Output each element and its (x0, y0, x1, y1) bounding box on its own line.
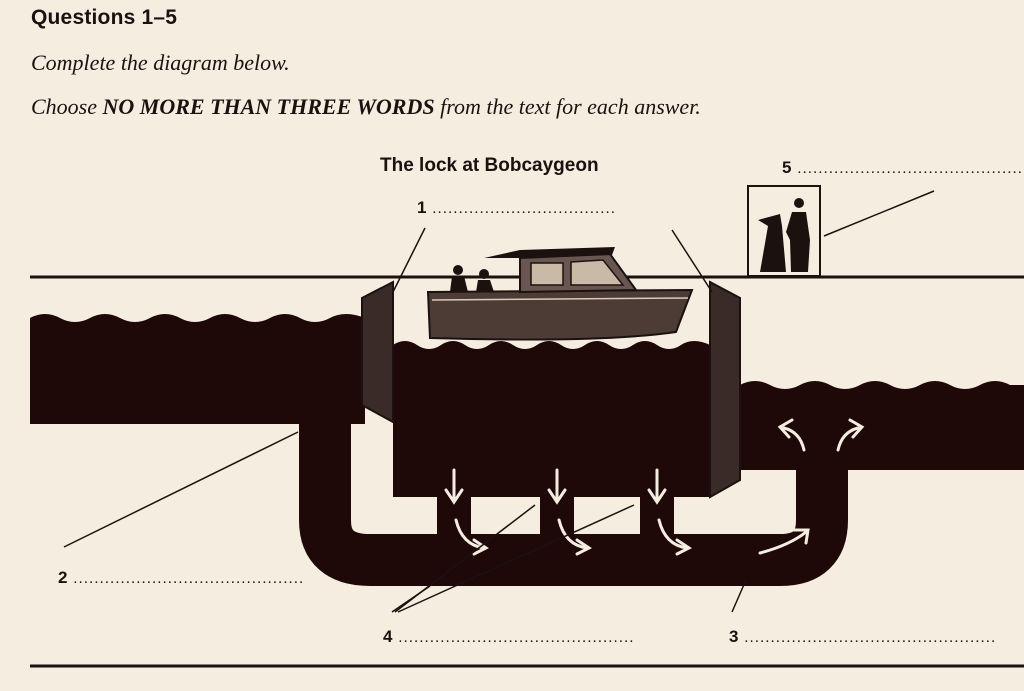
leader-3 (731, 579, 747, 613)
cabin-window-1 (530, 262, 564, 286)
passenger-2-head (479, 269, 489, 279)
gap-4-number: 4 (383, 627, 393, 646)
leader-4-c (397, 504, 635, 613)
keeper-head (794, 198, 804, 208)
flow-arrow-up-culvert (758, 530, 808, 555)
leader-1-right (671, 229, 713, 293)
passenger-1-body (450, 276, 468, 292)
leader-2 (63, 431, 299, 548)
lock-keeper-hut (747, 185, 821, 277)
culvert-pipe (299, 420, 848, 586)
leader-5 (823, 190, 935, 237)
hut-frame (747, 185, 821, 277)
gap-5-blank[interactable]: ........................................… (797, 161, 1024, 177)
gap-5-number: 5 (782, 158, 792, 177)
gap-1-blank[interactable]: ................................... (432, 201, 617, 217)
control-lever (758, 214, 786, 272)
gap-2-blank[interactable]: ........................................… (73, 571, 305, 587)
flow-arrowhead-curve-3 (675, 538, 692, 556)
flow-arrowhead-curve-2 (575, 538, 592, 556)
instruction-pre: Choose (31, 94, 103, 119)
flow-arrowhead-curve-1 (472, 538, 489, 556)
gap-3-blank[interactable]: ........................................… (744, 630, 997, 646)
gap-2-number: 2 (58, 568, 68, 587)
gap-2[interactable]: 2.......................................… (58, 568, 304, 588)
instruction-bold: NO MORE THAN THREE WORDS (102, 94, 435, 119)
gap-4[interactable]: 4.......................................… (383, 627, 635, 647)
gap-5[interactable]: 5.......................................… (782, 158, 1024, 178)
flow-arrow-out-left (782, 426, 806, 452)
questions-heading: Questions 1–5 (31, 6, 178, 29)
flow-arrow-out-right (836, 426, 860, 452)
boat (426, 247, 694, 341)
leader-1-left (392, 227, 426, 293)
gap-3[interactable]: 3.......................................… (729, 627, 996, 647)
leader-lines (63, 190, 935, 613)
flow-arrowhead-out-right (848, 418, 865, 439)
instruction-post: from the text for each answer. (434, 94, 701, 119)
flow-arrowhead-down-2 (547, 488, 567, 505)
flow-arrowhead-up-culvert (792, 528, 810, 545)
flow-arrows (444, 418, 865, 556)
gap-3-number: 3 (729, 627, 739, 646)
gap-4-blank[interactable]: ........................................… (398, 630, 635, 646)
leader-4-b (394, 504, 536, 613)
gap-1-number: 1 (417, 198, 427, 217)
flow-arrow-curve-3 (657, 518, 689, 550)
gap-1[interactable]: 1................................... (417, 198, 616, 218)
instruction-word-limit: Choose NO MORE THAN THREE WORDS from the… (31, 94, 701, 120)
instruction-complete: Complete the diagram below. (31, 50, 290, 75)
flow-arrowhead-down-3 (647, 488, 667, 505)
cabin-window-2 (570, 259, 625, 286)
flow-arrowhead-down-1 (444, 488, 464, 505)
lock-keeper (786, 212, 810, 272)
lock-chamber-water (393, 341, 710, 497)
passenger-1-head (453, 265, 463, 275)
downstream-lock-gate (709, 280, 741, 499)
flow-arrowhead-out-left (777, 418, 794, 439)
boat-hull (426, 288, 694, 341)
boat-hull-stripe (431, 297, 689, 301)
passenger-2-body (476, 280, 494, 292)
flow-arrow-curve-2 (557, 518, 589, 550)
upstream-lock-gate (361, 280, 394, 424)
diagram-title: The lock at Bobcaygeon (380, 155, 599, 176)
boat-roof (484, 247, 615, 258)
upstream-water (30, 314, 365, 424)
downstream-water (740, 381, 1024, 470)
